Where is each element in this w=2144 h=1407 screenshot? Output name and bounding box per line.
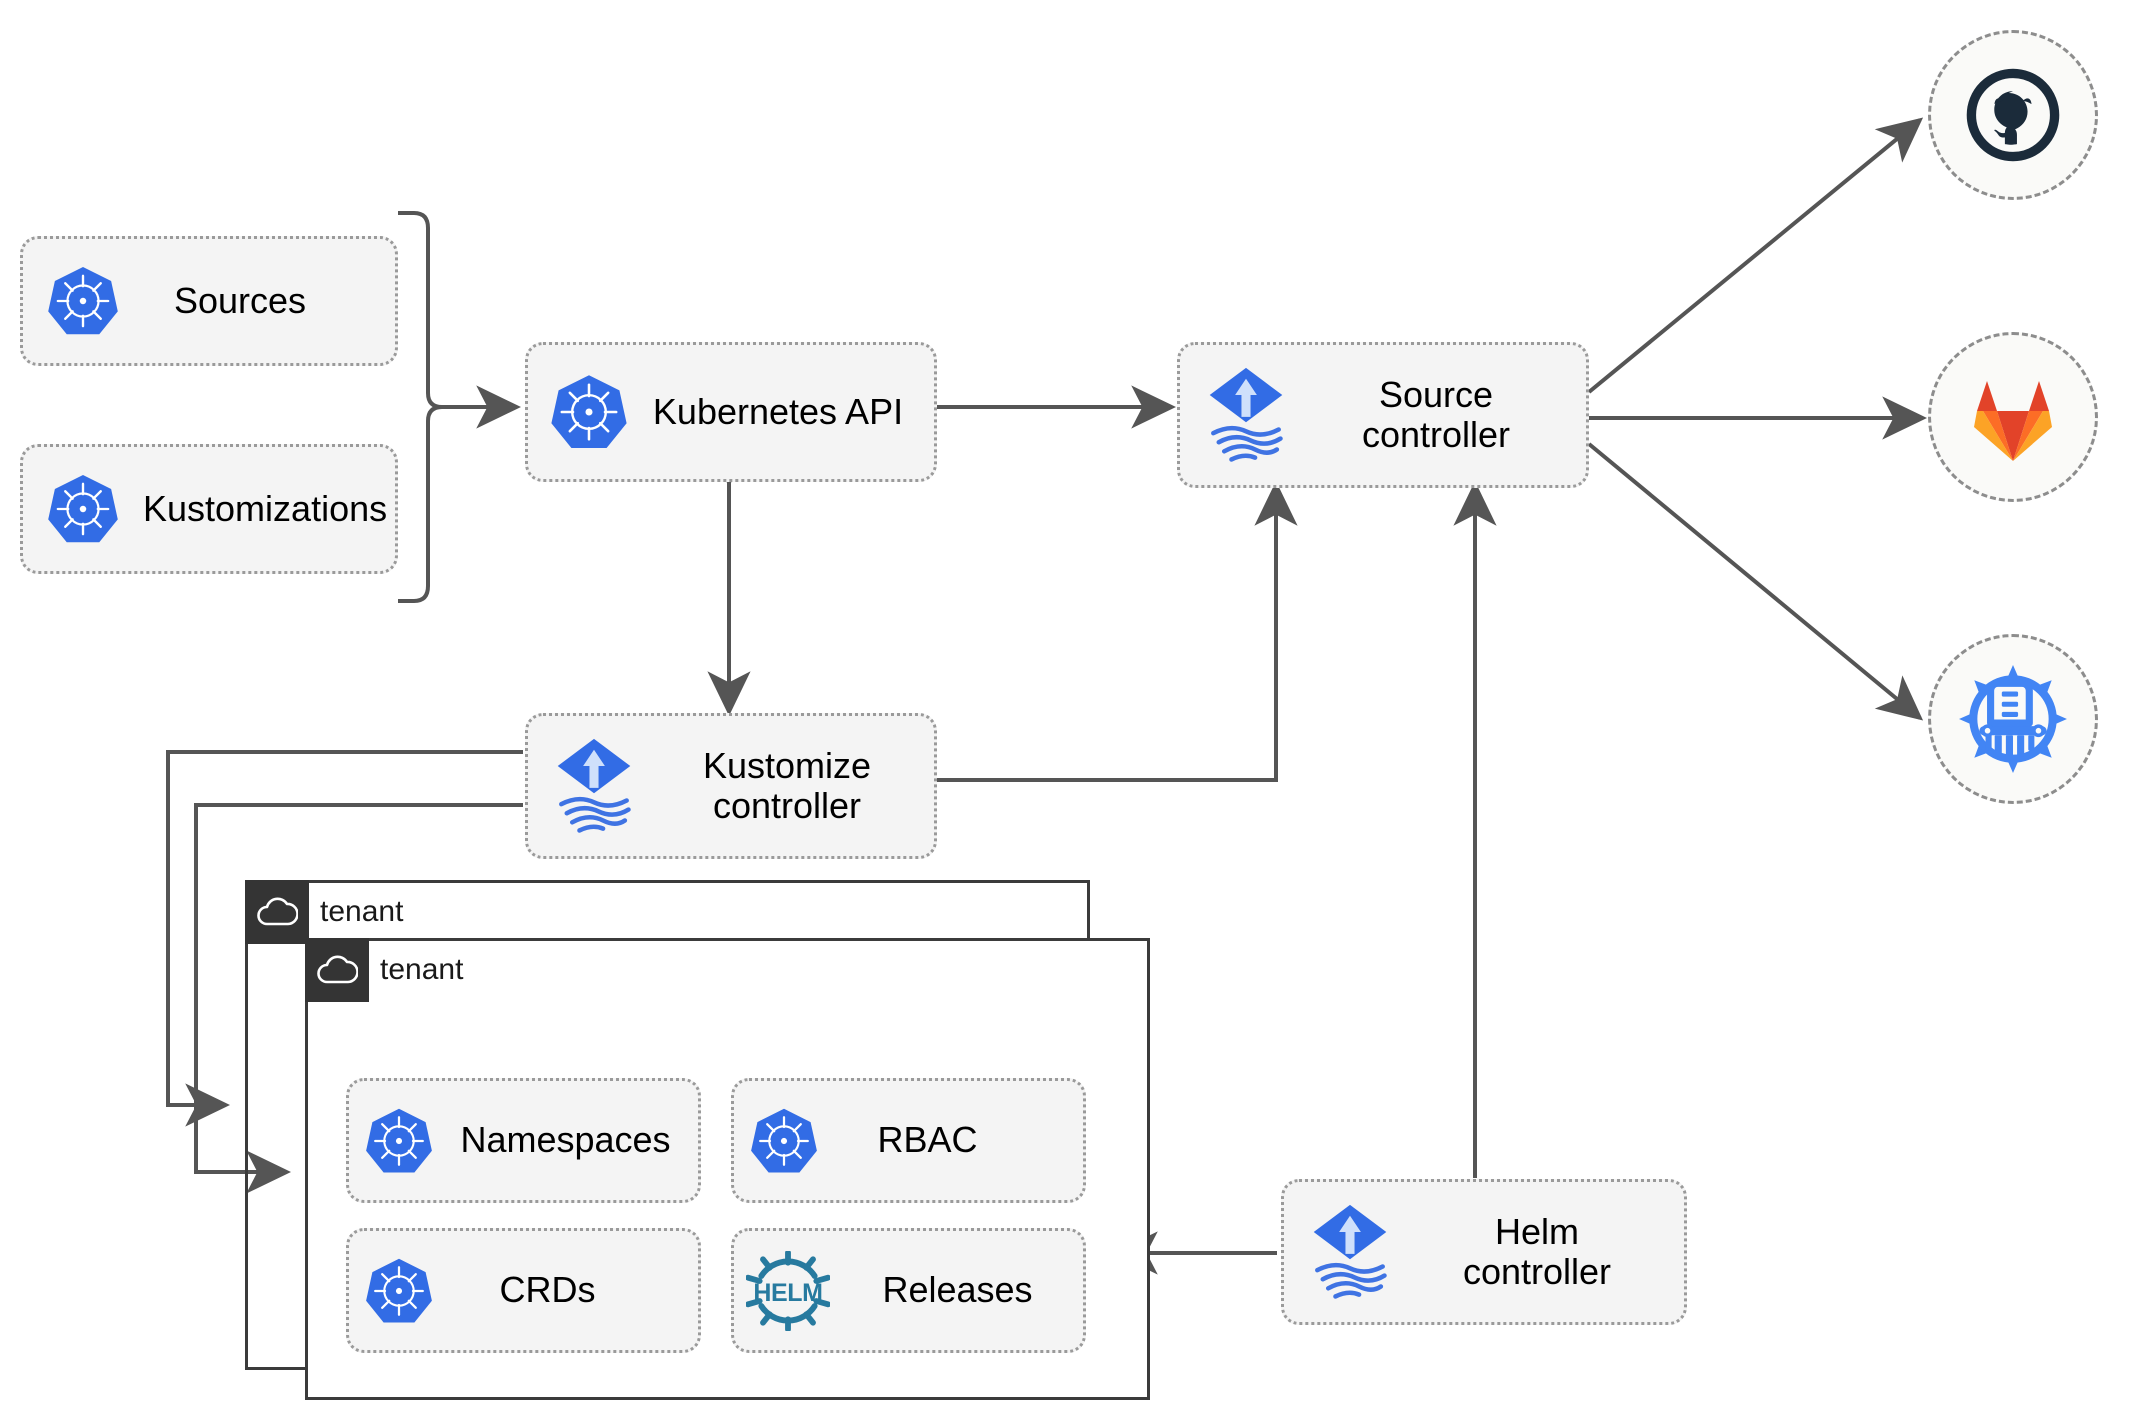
node-label: Kustomize controller xyxy=(702,744,872,826)
node-namespaces[interactable]: Namespaces xyxy=(346,1078,701,1203)
node-crds[interactable]: CRDs xyxy=(346,1228,701,1353)
cloud-icon xyxy=(305,938,369,1002)
group-bracket xyxy=(398,211,443,603)
tenant-label: tenant xyxy=(380,953,464,986)
kubernetes-icon xyxy=(23,264,143,338)
node-source-controller[interactable]: Source controller xyxy=(1177,342,1589,488)
helm-icon: HELM xyxy=(734,1250,842,1331)
flux-icon xyxy=(528,737,660,835)
node-kustomize-controller[interactable]: Kustomize controller xyxy=(525,713,937,859)
node-label: Helm controller xyxy=(1462,1210,1612,1292)
node-label: CRDs xyxy=(499,1269,596,1311)
edge-source-harbor xyxy=(1587,442,1924,721)
registry-github[interactable] xyxy=(1928,30,2098,200)
node-kubernetes-api[interactable]: Kubernetes API xyxy=(525,342,937,482)
edge-source-github xyxy=(1587,117,1924,394)
node-label: Source controller xyxy=(1361,373,1511,455)
registry-gitlab[interactable] xyxy=(1928,332,2098,502)
node-rbac[interactable]: RBAC xyxy=(731,1078,1086,1203)
node-label: Kubernetes API xyxy=(652,390,904,432)
node-label: Namespaces xyxy=(460,1119,671,1161)
node-releases[interactable]: HELM Releases xyxy=(731,1228,1086,1353)
flux-icon xyxy=(1284,1203,1416,1301)
node-label: RBAC xyxy=(877,1119,978,1161)
node-helm-controller[interactable]: Helm controller xyxy=(1281,1179,1687,1325)
svg-text:HELM: HELM xyxy=(753,1279,822,1307)
node-sources[interactable]: Sources xyxy=(20,236,398,366)
kubernetes-icon xyxy=(528,372,650,452)
tenant-label: tenant xyxy=(320,895,404,928)
node-kustomizations[interactable]: Kustomizations xyxy=(20,444,398,574)
gitlab-icon xyxy=(1974,381,2052,461)
edge-kustomize-source xyxy=(937,481,1298,782)
flux-icon xyxy=(1180,366,1312,464)
cloud-icon xyxy=(245,880,309,944)
node-label: Releases xyxy=(882,1269,1033,1311)
tenant-container-front[interactable]: tenant Namespaces xyxy=(305,938,1150,1400)
kubernetes-icon xyxy=(734,1106,834,1176)
harbor-icon xyxy=(1959,665,2067,773)
registry-harbor[interactable] xyxy=(1928,634,2098,804)
node-label: Sources xyxy=(173,279,307,321)
kubernetes-icon xyxy=(349,1106,449,1176)
kubernetes-icon xyxy=(23,472,143,546)
kubernetes-icon xyxy=(349,1256,449,1326)
github-icon xyxy=(1966,68,2060,162)
node-label: Kustomizations xyxy=(143,487,388,529)
